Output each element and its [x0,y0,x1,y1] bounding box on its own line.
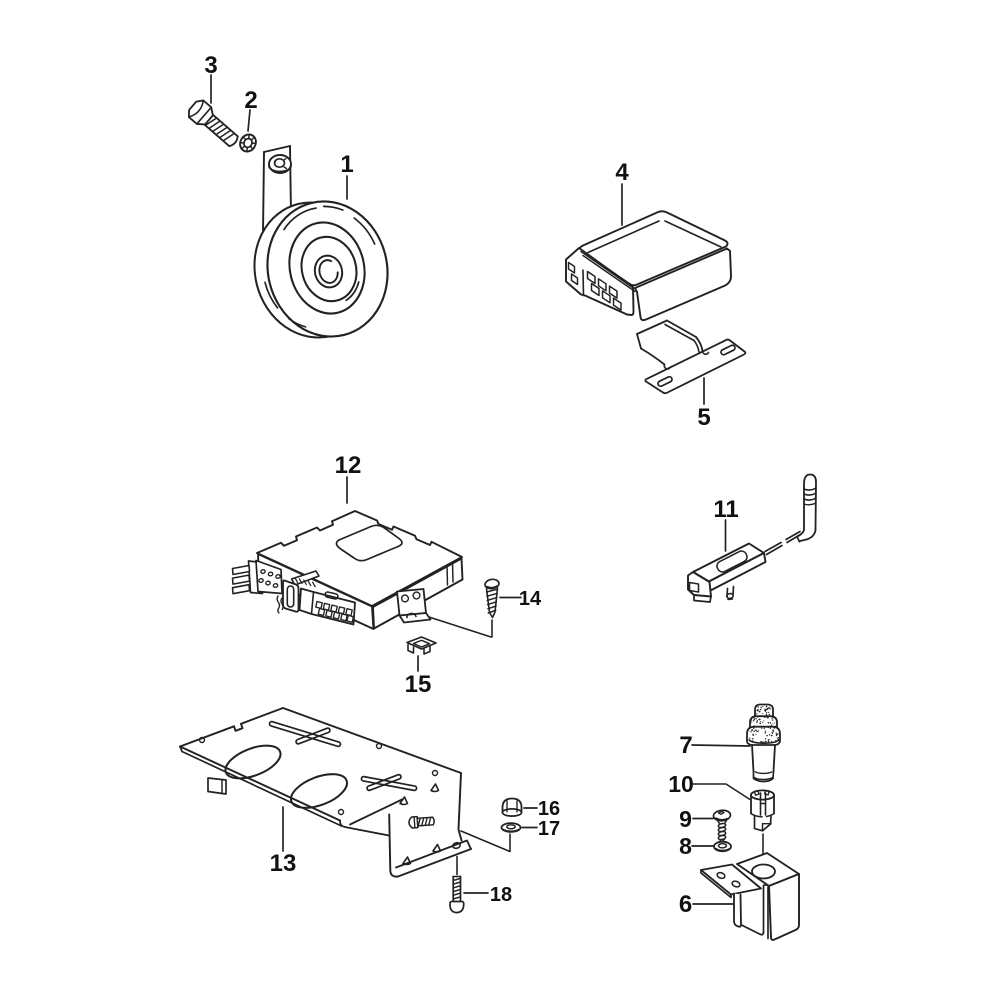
svg-text:12: 12 [335,452,362,479]
svg-text:4: 4 [615,159,629,186]
svg-text:10: 10 [668,771,694,797]
svg-text:18: 18 [490,884,512,906]
svg-text:6: 6 [679,891,692,918]
svg-text:9: 9 [679,806,692,832]
svg-text:8: 8 [679,833,692,859]
svg-text:13: 13 [270,850,297,877]
svg-text:1: 1 [340,151,353,178]
svg-text:5: 5 [697,404,710,431]
svg-text:7: 7 [679,732,692,759]
svg-text:17: 17 [538,818,560,840]
svg-text:14: 14 [519,588,542,610]
svg-text:2: 2 [244,87,257,114]
svg-text:16: 16 [538,798,560,820]
svg-text:11: 11 [713,496,738,523]
svg-text:15: 15 [405,671,432,698]
svg-text:3: 3 [204,52,217,79]
